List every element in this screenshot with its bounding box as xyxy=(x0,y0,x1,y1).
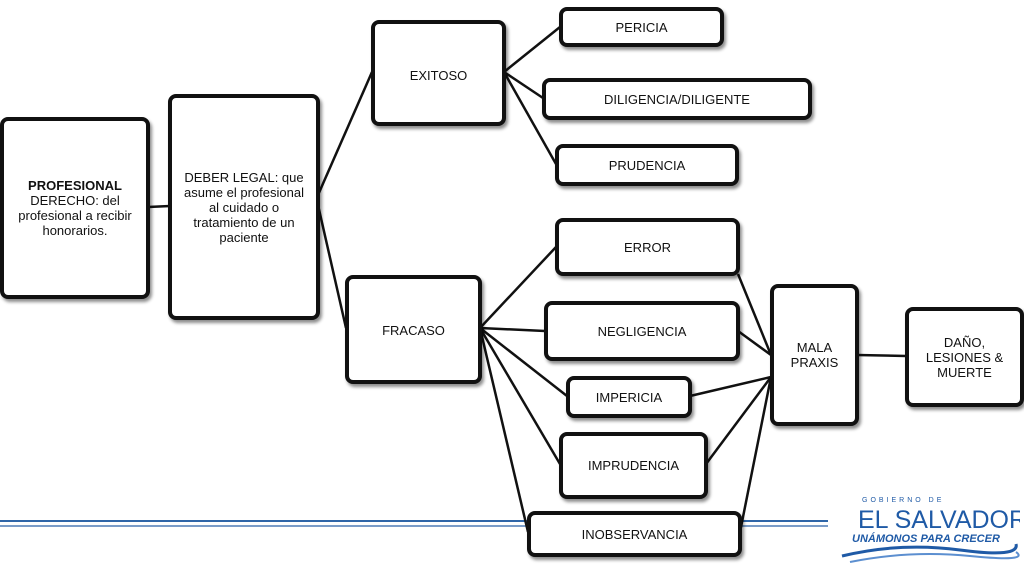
node-impericia: IMPERICIA xyxy=(566,376,692,418)
node-pericia: PERICIA xyxy=(559,7,724,47)
node-profesional: PROFESIONAL DERECHO: del profesional a r… xyxy=(0,117,150,299)
link-fracaso-inobservancia xyxy=(478,327,530,533)
link-deber-exitoso xyxy=(316,71,374,196)
node-prudencia: PRUDENCIA xyxy=(555,144,739,186)
link-deber-fracaso xyxy=(316,204,348,329)
link-fracaso-negligencia xyxy=(479,326,546,333)
logo-slogan: UNÁMONOS PARA CRECER xyxy=(852,532,1000,545)
el-salvador-logo: GOBIERNO DE EL SALVADOR UNÁMONOS PARA CR… xyxy=(841,497,1020,563)
node-profesional-title: PROFESIONAL xyxy=(28,178,122,193)
link-mala-dano xyxy=(856,353,907,358)
link-inobservancia-mala xyxy=(738,376,773,533)
node-inobservancia: INOBSERVANCIA xyxy=(527,511,742,557)
node-mala-praxis: MALA PRAXIS xyxy=(770,284,859,426)
node-profesional-text: DERECHO: del profesional a recibir honor… xyxy=(18,193,132,238)
link-error-mala xyxy=(736,273,773,356)
link-imprudencia-mala xyxy=(704,376,773,465)
node-negligencia: NEGLIGENCIA xyxy=(544,301,740,361)
link-negligencia-mala xyxy=(737,329,772,357)
link-profesional-deber xyxy=(147,204,171,209)
link-fracaso-impericia xyxy=(479,327,568,397)
node-imprudencia: IMPRUDENCIA xyxy=(559,432,708,499)
logo-top-line: GOBIERNO DE xyxy=(862,497,944,504)
node-error: ERROR xyxy=(555,218,740,276)
link-fracaso-error xyxy=(479,246,557,329)
link-exitoso-prudencia xyxy=(502,71,558,165)
node-diligencia: DILIGENCIA/DILIGENTE xyxy=(542,78,812,120)
logo-name: EL SALVADOR xyxy=(858,506,1020,534)
link-impericia-mala xyxy=(689,375,772,398)
node-dano: DAÑO, LESIONES & MUERTE xyxy=(905,307,1024,407)
node-fracaso: FRACASO xyxy=(345,275,482,384)
logo-wave xyxy=(841,543,1018,558)
node-deber-legal: DEBER LEGAL: que asume el profesional al… xyxy=(168,94,320,320)
link-fracaso-imprudencia xyxy=(478,327,562,465)
node-exitoso: EXITOSO xyxy=(371,20,506,126)
link-exitoso-pericia xyxy=(503,26,561,73)
link-exitoso-diligencia xyxy=(503,70,544,100)
